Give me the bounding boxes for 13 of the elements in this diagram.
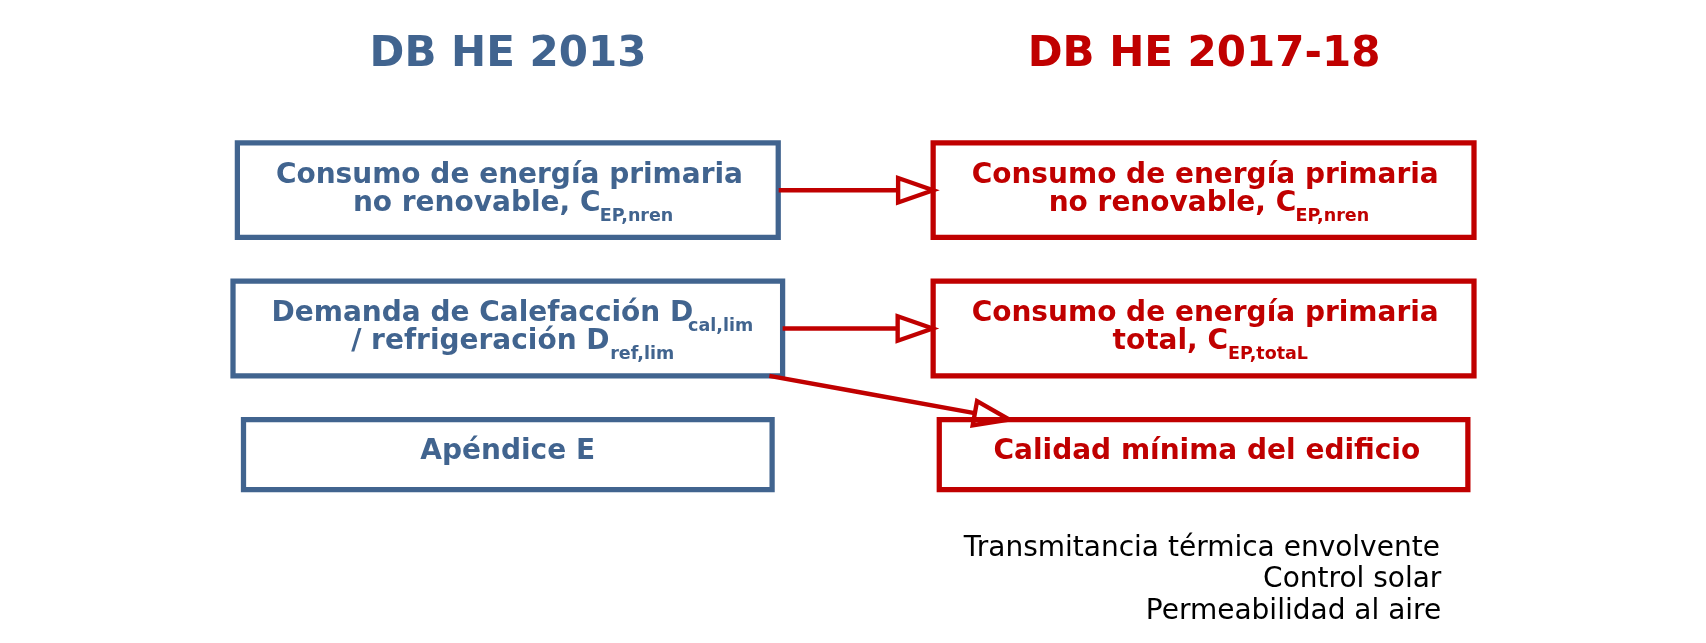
arrow [778, 174, 940, 206]
label: DB HE 2017-18 [1027, 27, 1380, 77]
node-label: Permeabilidad al aire [1145, 592, 1441, 626]
node-label: Control solar [1262, 561, 1441, 595]
node-box: Apéndice E [240, 416, 775, 493]
node-box: Consumo de energía primaria total, C$_{EP,totaL}$ [930, 278, 1477, 379]
node-box: Demanda de Calefacción D$_{cal,lim}$ / refrigeración D$_{ref,lim}$ [229, 278, 785, 379]
node-box: Calidad mínima del edificio [936, 416, 1470, 493]
label: DB HE 2013 [369, 27, 646, 77]
node-label: Transmitancia térmica envolvente [963, 529, 1440, 563]
arrow [782, 313, 939, 344]
node-box: Consumo de energía primaria no renovable, C$_{EP,nren}$ [930, 140, 1477, 241]
node-box: Consumo de energía primaria no renovable, C$_{EP,nren}$ [234, 140, 781, 241]
